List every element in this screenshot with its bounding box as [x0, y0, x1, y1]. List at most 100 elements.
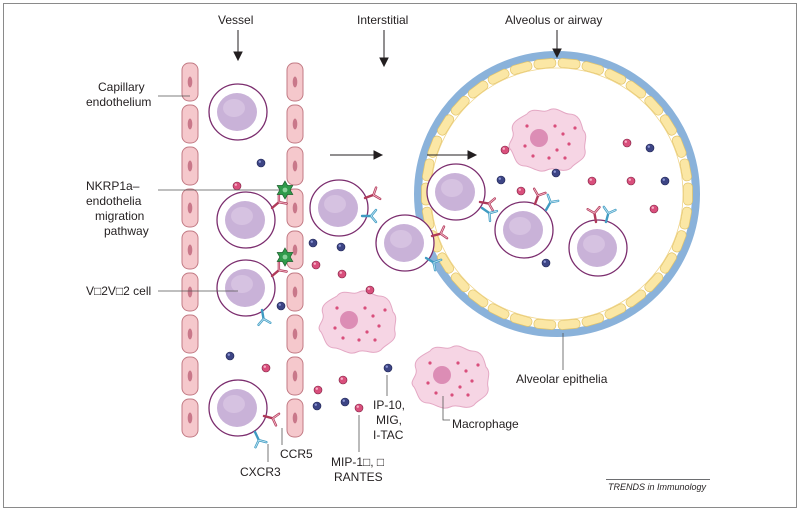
macrophage-label: Macrophage: [452, 417, 519, 431]
alveolar-epithelial-cell: [557, 318, 581, 330]
chemokine-navy: [645, 143, 655, 153]
t-cell-alveolus-1: [426, 163, 486, 221]
journal-credit: TRENDS in Immunology: [608, 482, 707, 492]
alveolar-epithelial-cell: [467, 289, 489, 308]
alveolar-epithelial-cell: [487, 303, 510, 320]
alveolar-epithelia-label: Alveolar epithelia: [516, 372, 608, 386]
alveolar-epithelial-cell: [581, 61, 605, 75]
t-cell-interstitial-1: [309, 179, 369, 237]
alveolar-epithelial-cell: [671, 230, 687, 253]
chemokine-navy: [308, 238, 318, 248]
endothelial-nucleus: [187, 76, 193, 88]
chemokine-pink: [337, 269, 347, 279]
ip10-label-line3: I-TAC: [373, 428, 404, 442]
alveolar-epithelial-cell: [683, 182, 693, 206]
alveolar-epithelial-cell: [427, 135, 443, 158]
alveolar-epithelial-cell: [422, 158, 435, 182]
capillary-endothelium-right: [286, 62, 304, 438]
alveolar-epithelial-cell: [533, 318, 557, 330]
endothelial-nucleus: [292, 286, 298, 298]
capillary-label-line1: Capillary: [98, 80, 145, 94]
alveolar-epithelial-cell: [604, 68, 627, 85]
t-cell-vessel-2: [216, 191, 276, 249]
alveolar-epithelial-cell: [644, 95, 664, 116]
chemokine-navy: [256, 158, 266, 168]
macrophage-interstitial: [318, 290, 397, 354]
chemokine-navy: [383, 363, 393, 373]
nkrp-label-line4: pathway: [104, 224, 149, 238]
cxcr3-label: CXCR3: [240, 465, 281, 479]
interstitial-label: Interstitial: [357, 13, 409, 27]
chemokine-navy: [496, 175, 506, 185]
alveolar-epithelial-cell: [679, 206, 692, 230]
chemokine-navy: [660, 176, 670, 186]
alveolar-epithelial-cell: [604, 303, 627, 320]
endothelial-nucleus: [292, 160, 298, 172]
alveolar-epithelial-cell: [487, 68, 510, 85]
endothelial-nucleus: [187, 118, 193, 130]
endothelial-nucleus: [292, 412, 298, 424]
chemokine-pink: [622, 138, 632, 148]
alveolar-epithelial-cell: [557, 58, 581, 70]
chemokine-pink: [500, 145, 510, 155]
endothelial-nucleus: [292, 118, 298, 130]
vg-cell-label: V□2V□2 cell: [86, 284, 152, 298]
alveolar-epithelial-cell: [467, 80, 489, 99]
vessel-label: Vessel: [218, 13, 254, 27]
endothelial-nucleus: [292, 244, 298, 256]
chemokine-pink: [354, 403, 364, 413]
chemokine-pink: [261, 363, 271, 373]
chemokine-pink: [626, 176, 636, 186]
chemokine-pink: [587, 176, 597, 186]
alveolar-epithelial-cell: [437, 252, 455, 274]
macrophage-lower: [411, 345, 490, 409]
chemokine-navy: [551, 168, 561, 178]
t-cell-interstitial-2: [375, 214, 435, 272]
chemokine-pink: [365, 285, 375, 295]
alveolar-epithelial-cell: [644, 272, 664, 293]
chemokine-pink: [649, 204, 659, 214]
ip10-label-line1: IP-10,: [373, 398, 406, 412]
endothelial-nucleus: [292, 328, 298, 340]
alveolar-epithelial-cell: [659, 252, 677, 274]
chemokine-navy: [276, 301, 286, 311]
endothelial-nucleus: [187, 370, 193, 382]
endothelial-nucleus: [292, 202, 298, 214]
alveolar-epithelial-cell: [509, 61, 533, 75]
alveolar-epithelial-cell: [509, 313, 533, 327]
alveolar-epithelial-cell: [625, 289, 647, 308]
credit-rule: [606, 479, 710, 480]
macrophage-alveolus: [508, 108, 587, 172]
mip-label-line2: RANTES: [334, 470, 383, 484]
ccr5-label: CCR5: [280, 447, 313, 461]
chemokine-navy: [225, 351, 235, 361]
endothelial-nucleus: [187, 244, 193, 256]
alveolar-epithelial-cell: [533, 58, 557, 70]
chemokine-pink: [232, 181, 242, 191]
alveolar-epithelial-cell: [625, 80, 647, 99]
leader-lines: [158, 95, 564, 462]
t-cell-alveolus-3: [568, 219, 628, 277]
ip10-label-line2: MIG,: [376, 413, 402, 427]
alveolar-epithelial-cell: [450, 272, 470, 293]
chemokine-pink: [516, 186, 526, 196]
t-cell-vessel-3: [216, 259, 276, 317]
endothelial-nucleus: [292, 76, 298, 88]
alveolar-epithelial-cell: [581, 313, 605, 327]
t-cell-vessel-top: [208, 83, 268, 141]
t-cell-alveolus-2: [494, 201, 554, 259]
nkrp-label-line1: NKRP1a–: [86, 179, 140, 193]
endothelial-nucleus: [187, 202, 193, 214]
chemokine-pink: [311, 260, 321, 270]
alveolus-label: Alveolus or airway: [505, 13, 603, 27]
capillary-endothelium-left: [181, 62, 199, 438]
capillary-label-line2: endothelium: [86, 95, 152, 109]
chemokine-pink: [313, 385, 323, 395]
endothelial-nucleus: [187, 328, 193, 340]
alveolar-epithelial-cell: [671, 135, 687, 158]
endothelial-nucleus: [187, 412, 193, 424]
migration-arrows: [330, 150, 478, 160]
chemokine-navy: [541, 258, 551, 268]
chemokine-navy: [312, 401, 322, 411]
